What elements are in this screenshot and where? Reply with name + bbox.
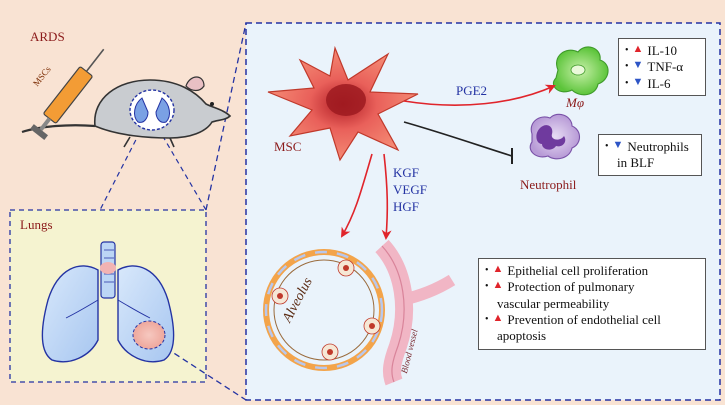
increase-arrow-icon: ▲ [632,43,644,55]
msc-cell [267,45,419,162]
decrease-arrow-icon: ▼ [612,139,624,151]
neutrophil-nucleus [536,125,566,150]
trachea-highlight [100,262,116,274]
ards-label: ARDS [30,29,65,44]
neutrophil-body [529,113,581,160]
lungs-label: Lungs [20,217,53,232]
cytokine-tnf: TNF-α [647,59,684,75]
alveolus-structure [263,249,385,371]
lung-lesion-highlight [132,320,166,350]
neutrophil-effect-line1: Neutrophils [627,139,689,154]
syringe-plunger [39,117,52,131]
mouse-eye [210,102,214,106]
effect-permeability-line2: vascular permeability [497,295,610,311]
pge2-arrow [403,84,556,106]
growth-factor-kgf: KGF [393,165,420,180]
neutrophil-effect-box: • ▼ Neutrophils in BLF [598,134,702,176]
macrophage-cell [552,46,609,96]
bullet: • [485,265,489,276]
left-lung [41,265,99,363]
effect-apoptosis-line1: Prevention of endothelial cell [507,311,661,327]
bullet: • [485,313,489,325]
effect-proliferation: Epithelial cell proliferation [507,263,649,278]
effect-row-permeability-cont: vascular permeability [485,296,699,312]
cytokine-box: • ▲ IL-10 • ▼ TNF-α • ▼ IL-6 [618,38,706,96]
neutrophil-cell [529,113,581,160]
growth-factor-arrow-left [340,153,373,238]
neutrophil-effect-line2: in BLF [617,155,655,171]
effect-row-permeability: • ▲ Protection of pulmonary [485,279,699,295]
bullet: • [625,77,629,89]
syringe-needle [85,48,105,72]
bullet: • [625,45,629,56]
effects-box: • ▲ Epithelial cell proliferation • ▲ Pr… [478,258,706,350]
bullet: • [625,61,629,73]
blood-vessel [375,239,456,386]
effect-row-apoptosis-cont: apoptosis [485,328,699,344]
mouse-lungs [134,97,170,123]
cytokine-row-il10: • ▲ IL-10 [625,43,699,59]
syringe-handle [30,124,49,140]
alveolus-wall-inner [273,259,375,361]
growth-factor-vegf: VEGF [393,182,427,197]
mouse-zoom-line-right [157,127,207,211]
effect-row-apoptosis: • ▲ Prevention of endothelial cell [485,312,699,328]
effect-apoptosis-line2: apoptosis [497,328,547,343]
cytokine-il10: IL-10 [647,43,678,58]
inhibition-line [403,121,513,157]
syringe-barrel [43,66,93,124]
mouse-illustration [21,76,232,148]
effect-permeability-line1: Protection of pulmonary [507,279,635,295]
zoom-line-bottom [165,347,247,401]
syringe [30,48,105,140]
msc-nucleus [326,84,366,116]
alveolus-epithelium [264,250,384,370]
bullet: • [605,141,609,152]
cytokine-row-tnf: • ▼ TNF-α [625,59,699,75]
increase-arrow-icon: ▲ [492,311,504,324]
growth-factor-hgf: HGF [393,199,420,214]
lungs-illustration [41,241,175,363]
increase-arrow-icon: ▲ [492,279,504,292]
cytokine-il6: IL-6 [647,75,671,91]
mouse-tail [21,124,96,134]
neutrophil-label: Neutrophil [520,177,577,192]
neutrophil-row-cont: in BLF [605,155,695,171]
increase-arrow-icon: ▲ [492,263,504,275]
mouse-legs [123,136,175,148]
growth-factor-arrow-right [381,153,392,240]
msc-label: MSC [274,139,302,154]
decrease-arrow-icon: ▼ [632,59,644,72]
macrophage-label: Mφ [566,95,585,110]
effect-row-proliferation: • ▲ Epithelial cell proliferation [485,263,699,279]
mouse-ear [185,76,205,92]
bullet: • [485,281,489,293]
cytokine-row-il6: • ▼ IL-6 [625,76,699,92]
decrease-arrow-icon: ▼ [632,75,644,88]
vessel-branch [400,274,456,306]
neutrophil-row: • ▼ Neutrophils [605,139,695,155]
alveolar-cell-nuclei [277,265,375,355]
pge2-label: PGE2 [456,83,488,98]
mouse-zoom-line-left [99,123,145,211]
